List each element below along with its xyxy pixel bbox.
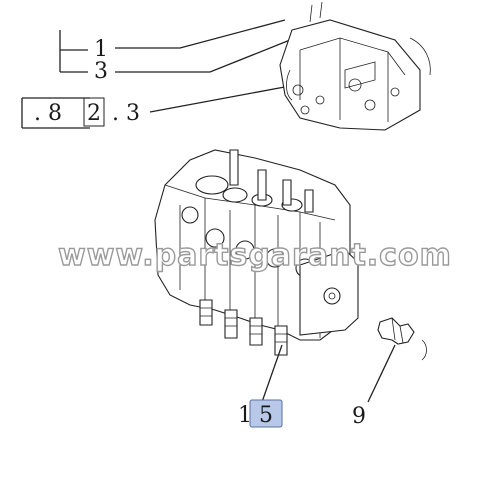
- callout-82-box[interactable]: [83, 97, 105, 127]
- background-assembly: [279, 1, 431, 131]
- callout-3-top[interactable]: 3: [94, 59, 108, 84]
- callout-82-prefix: . 8: [34, 101, 62, 126]
- control-valve-block: [154, 149, 359, 356]
- callout-15-prefix: 1: [238, 403, 252, 428]
- fitting-part-9: [377, 317, 427, 361]
- callout-15-highlight-box[interactable]: [249, 399, 283, 428]
- reference-bracket-1-3: 1 3: [59, 19, 301, 84]
- callout-9[interactable]: 9: [352, 404, 366, 429]
- leader-line-9: [367, 344, 396, 403]
- watermark-text: www.partsgarant.com: [58, 238, 452, 273]
- callout-82-suffix: . 3: [112, 101, 140, 126]
- callout-15[interactable]: 1 5: [238, 399, 283, 428]
- callout-1[interactable]: 1: [94, 37, 108, 62]
- callout-15-digit: 5: [259, 403, 273, 428]
- reference-82-3: . 8 2 . 3: [21, 85, 291, 129]
- leader-line-15: [261, 344, 283, 403]
- callout-82-digit: 2: [87, 101, 101, 126]
